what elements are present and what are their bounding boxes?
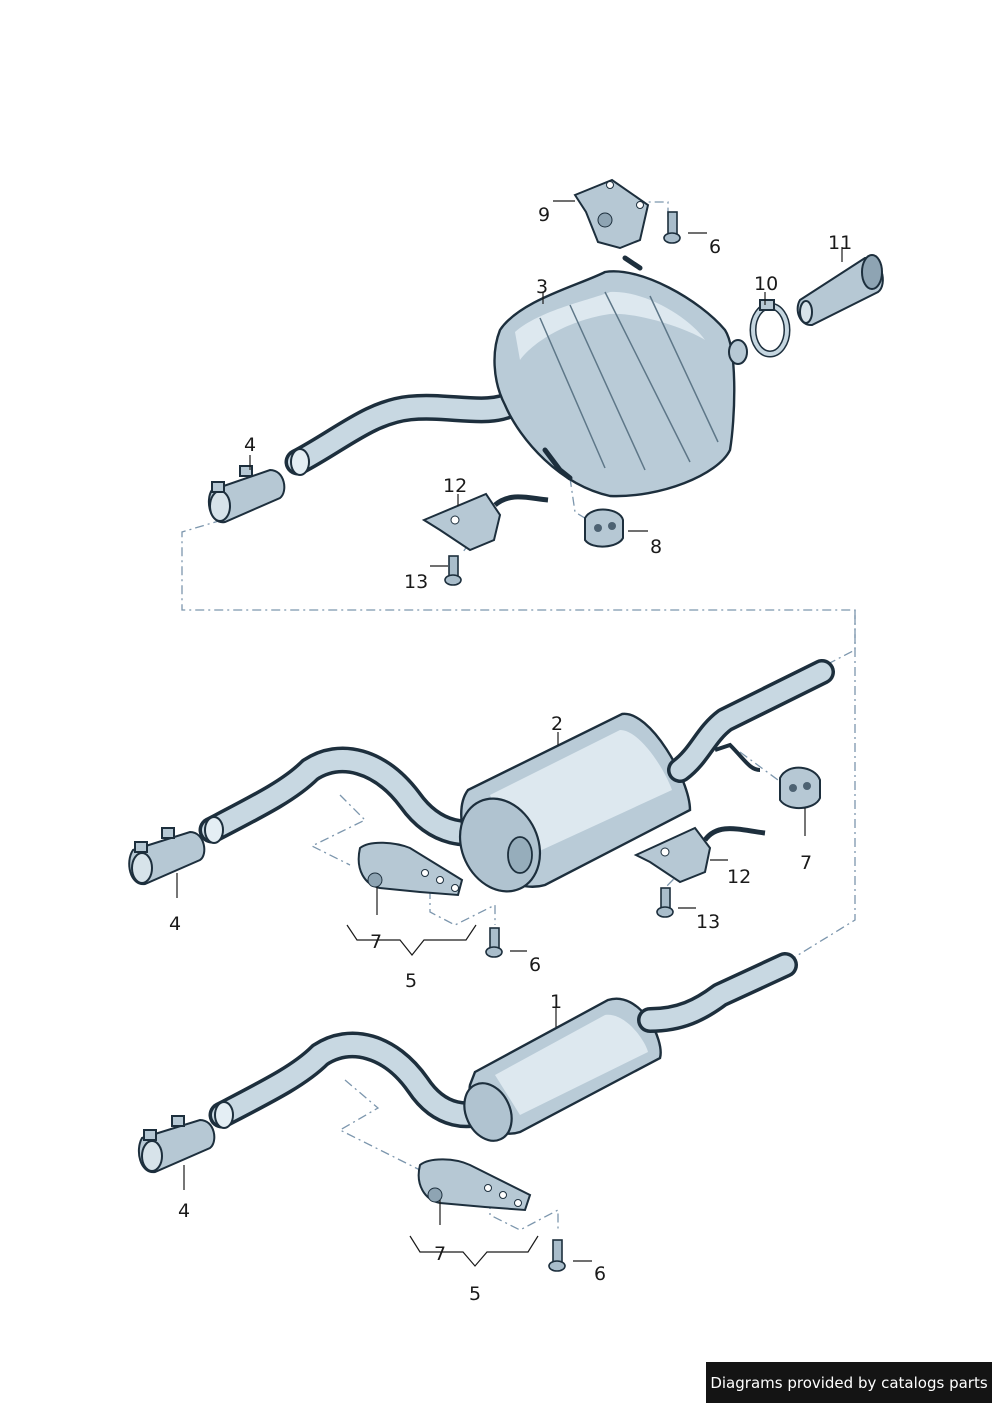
callout-4-top: 4 xyxy=(244,434,256,456)
callout-13-middle: 13 xyxy=(696,911,720,933)
callout-7-right: 7 xyxy=(800,852,812,874)
callout-12-middle: 12 xyxy=(727,866,751,888)
tailpipe-11 xyxy=(796,254,884,326)
callout-6-bottom: 6 xyxy=(594,1263,606,1285)
callout-7-middle: 7 xyxy=(370,931,382,953)
credit-badge: Diagrams provided by catalogs parts xyxy=(706,1362,992,1403)
callout-7-bottom: 7 xyxy=(434,1243,446,1265)
bracket-9 xyxy=(573,178,650,250)
hanger-bracket-12-top xyxy=(421,492,549,552)
callout-12-top: 12 xyxy=(443,475,467,497)
pipe-clamp-4-middle xyxy=(128,827,206,886)
rubber-mount-7-middle xyxy=(779,766,821,809)
callout-11: 11 xyxy=(828,232,852,254)
rubber-mount-8 xyxy=(584,508,624,548)
callout-labels: 9 6 3 11 10 4 12 8 13 2 4 7 6 5 7 12 13 … xyxy=(169,204,852,1305)
callout-6-top: 6 xyxy=(709,236,721,258)
hanger-bracket-12-middle xyxy=(633,826,766,884)
callout-2: 2 xyxy=(551,713,563,735)
bolt-6-top xyxy=(663,211,681,244)
callout-6-middle: 6 xyxy=(529,954,541,976)
bolt-6-bottom xyxy=(548,1239,566,1272)
callout-8: 8 xyxy=(650,536,662,558)
callout-1: 1 xyxy=(550,991,562,1013)
clamp-ring-10 xyxy=(749,299,791,358)
bolt-6-middle xyxy=(485,927,503,958)
callout-13-top: 13 xyxy=(404,571,428,593)
pipe-clamp-4-bottom xyxy=(137,1115,216,1174)
callout-10: 10 xyxy=(754,273,778,295)
bolt-13-middle xyxy=(656,887,674,918)
credit-text: Diagrams provided by catalogs parts xyxy=(710,1373,988,1392)
callout-3: 3 xyxy=(536,276,548,298)
bolt-13-top xyxy=(444,555,462,586)
callout-4-bottom: 4 xyxy=(178,1200,190,1222)
callout-5-middle: 5 xyxy=(405,970,417,992)
callout-9: 9 xyxy=(538,204,550,226)
centre-silencer-group xyxy=(198,659,835,893)
leader-lines xyxy=(176,200,843,1267)
rear-silencer-group xyxy=(284,255,748,498)
callout-4-middle: 4 xyxy=(169,913,181,935)
mounting-bracket-7-bottom xyxy=(417,1158,532,1212)
mounting-bracket-7-middle xyxy=(357,841,464,897)
front-silencer-group xyxy=(208,952,798,1142)
pipe-clamp-4-top xyxy=(207,465,286,524)
callout-5-bottom: 5 xyxy=(469,1283,481,1305)
